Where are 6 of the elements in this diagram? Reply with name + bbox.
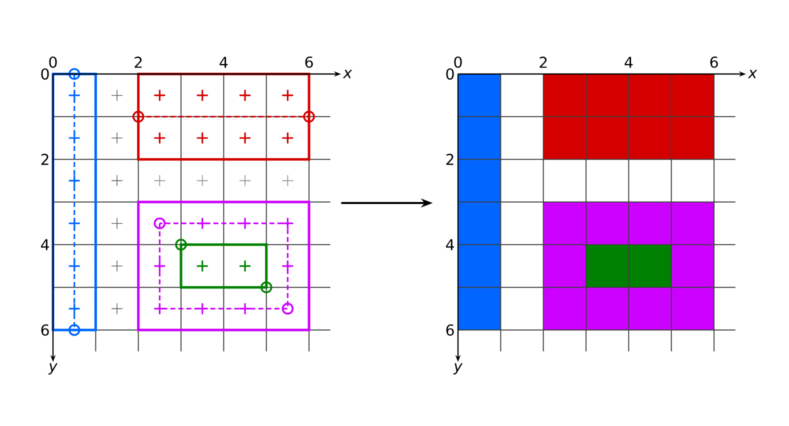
tick-label: 0 xyxy=(49,56,57,68)
axis-label: y xyxy=(48,363,58,375)
axis-label: x xyxy=(748,70,758,78)
tick-label: 0 xyxy=(454,56,462,68)
tick-label: 0 xyxy=(446,68,454,80)
axis-label: y xyxy=(453,363,463,375)
